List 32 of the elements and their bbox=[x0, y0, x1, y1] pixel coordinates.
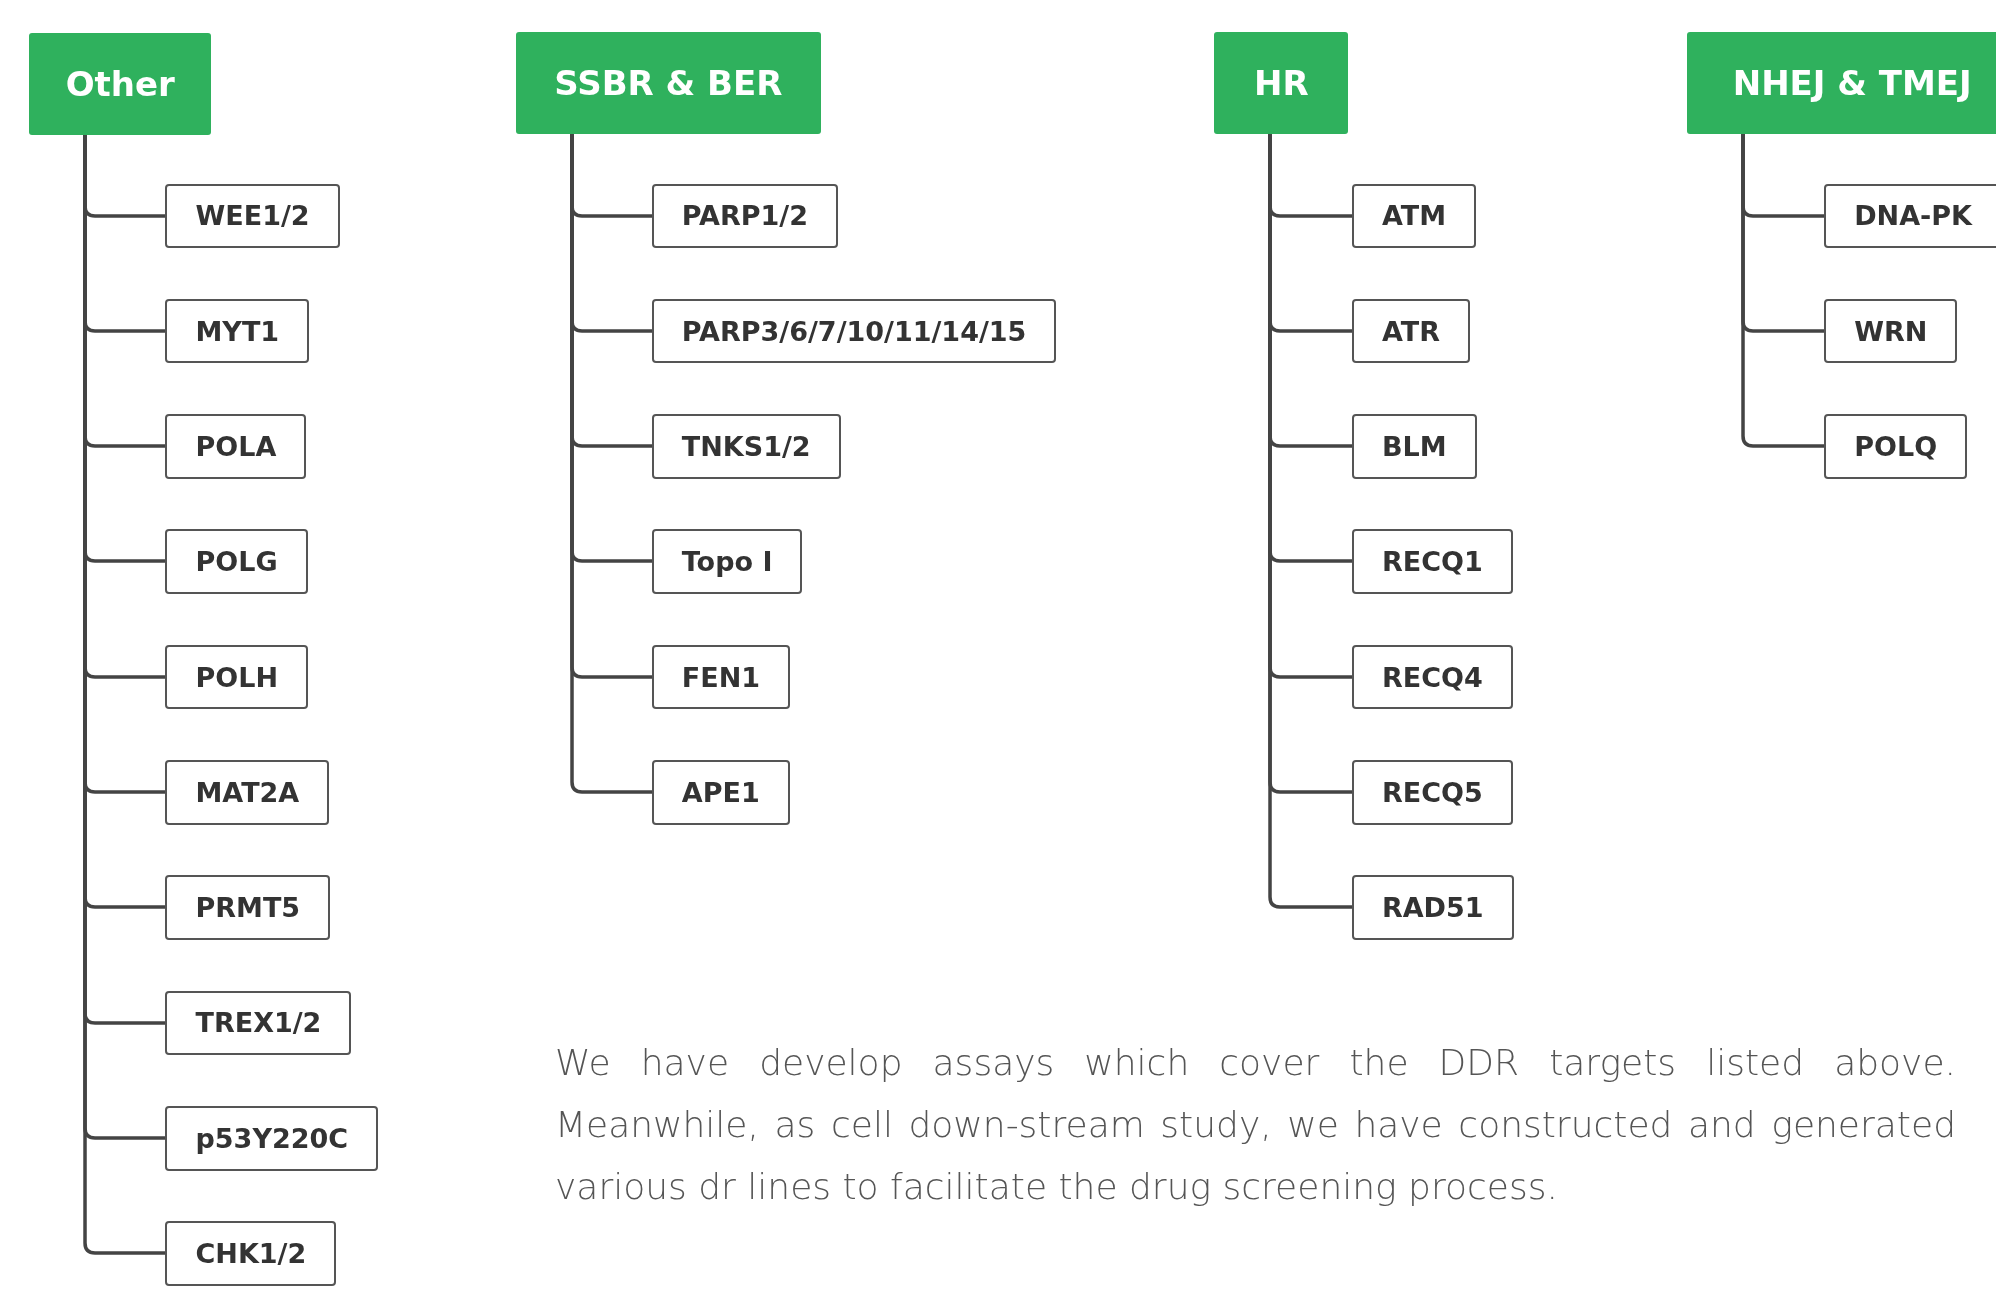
target-box: RECQ4 bbox=[1351, 644, 1513, 710]
target-box: WRN bbox=[1824, 298, 1958, 364]
target-box: ATR bbox=[1351, 298, 1470, 364]
target-box: POLA bbox=[165, 414, 307, 479]
target-box: RECQ1 bbox=[1351, 529, 1513, 594]
target-box: PRMT5 bbox=[165, 875, 331, 940]
target-box: TNKS1/2 bbox=[651, 414, 841, 479]
category-header: HR bbox=[1214, 32, 1349, 134]
target-box: ATM bbox=[1351, 183, 1476, 248]
target-box: PARP1/2 bbox=[651, 183, 838, 248]
target-box: POLQ bbox=[1824, 414, 1968, 479]
target-box: BLM bbox=[1351, 414, 1477, 479]
target-box: MYT1 bbox=[165, 298, 310, 364]
target-box: Topo I bbox=[651, 529, 803, 594]
target-box: PARP3/6/7/10/11/14/15 bbox=[651, 298, 1057, 364]
target-box: POLH bbox=[165, 644, 309, 710]
target-box: WEE1/2 bbox=[165, 183, 340, 248]
target-box: RAD51 bbox=[1351, 875, 1514, 940]
target-box: CHK1/2 bbox=[165, 1221, 337, 1286]
connector-line bbox=[1741, 134, 1824, 448]
category-header: Other bbox=[29, 33, 212, 136]
target-box: DNA-PK bbox=[1824, 183, 1996, 248]
target-box: TREX1/2 bbox=[165, 990, 352, 1056]
target-box: RECQ5 bbox=[1351, 760, 1513, 825]
target-box: MAT2A bbox=[165, 760, 330, 825]
description-paragraph: We have develop assays which cover the DDR targets listed above. Meanwhile, as cell down-stream study, we have constructed and generated various dr lines to facilitate the drug screening process. bbox=[555, 1041, 1956, 1209]
category-header: SSBR & BER bbox=[515, 32, 822, 134]
target-box: APE1 bbox=[651, 760, 790, 825]
target-box: FEN1 bbox=[651, 644, 791, 710]
target-box: POLG bbox=[165, 529, 308, 594]
target-box: p53Y220C bbox=[165, 1106, 379, 1171]
category-header: NHEJ & TMEJ bbox=[1686, 32, 1996, 134]
